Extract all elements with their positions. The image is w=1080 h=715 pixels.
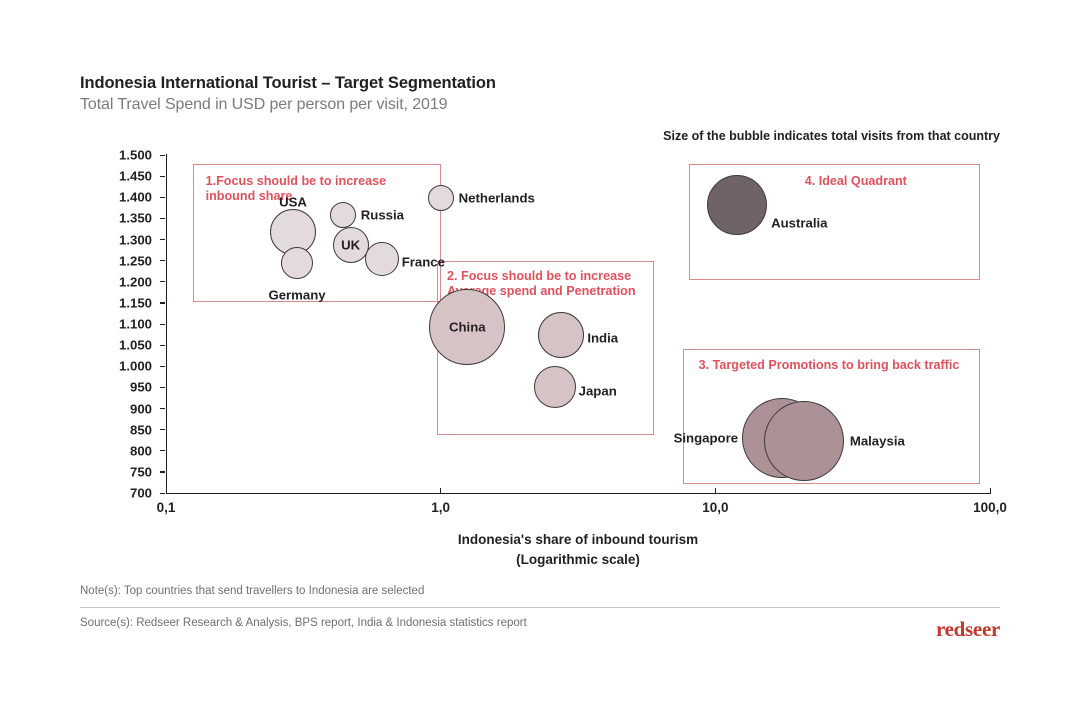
y-tick-mark <box>160 217 165 220</box>
y-tick-mark <box>160 323 165 325</box>
y-tick-mark <box>160 302 165 304</box>
y-tick-label: 1.000 <box>118 358 152 374</box>
x-axis-title: Indonesia's share of inbound tourism (Lo… <box>166 530 990 570</box>
bubble-uk[interactable] <box>332 226 369 263</box>
y-tick-mark <box>160 450 165 452</box>
y-tick-mark <box>160 196 165 198</box>
y-tick-label: 800 <box>129 443 152 459</box>
y-tick-label: 1.450 <box>118 168 152 184</box>
bubble-label-australia: Australia <box>771 215 828 231</box>
bubble-label-usa: USA <box>279 194 307 210</box>
bubble-netherlands[interactable] <box>427 184 454 211</box>
bubble-russia[interactable] <box>329 201 356 228</box>
x-axis-title-line1: Indonesia's share of inbound tourism <box>457 532 699 547</box>
x-tick-mark <box>440 488 442 494</box>
y-tick-mark <box>160 239 165 241</box>
y-tick-mark <box>160 281 165 283</box>
bubble-china[interactable] <box>429 288 506 365</box>
x-tick-mark <box>165 488 167 494</box>
bubble-label-japan: Japan <box>578 383 617 399</box>
x-tick-mark <box>989 488 991 494</box>
footer-divider <box>80 607 1000 608</box>
footer-note: Note(s): Top countries that send travell… <box>80 585 425 597</box>
bubble-label-malaysia: Malaysia <box>849 433 905 449</box>
bubble-label-france: France <box>401 254 445 270</box>
quadrant-label-2: 2. Focus should be to increase Average s… <box>447 269 636 299</box>
y-tick-label: 950 <box>129 379 152 395</box>
bubble-malaysia[interactable] <box>763 401 844 482</box>
x-tick-label: 0,1 <box>156 500 176 515</box>
y-tick-label: 750 <box>129 464 152 480</box>
y-tick-label: 1.300 <box>118 232 152 247</box>
bubble-label-netherlands: Netherlands <box>458 190 535 206</box>
y-axis-line <box>166 154 168 494</box>
y-tick-mark <box>160 492 165 494</box>
y-tick-mark <box>160 471 165 473</box>
y-tick-label: 1.050 <box>118 337 152 353</box>
x-tick-label: 10,0 <box>702 500 729 515</box>
y-tick-mark <box>160 429 165 431</box>
x-axis-title-line2: (Logarithmic scale) <box>516 552 640 567</box>
y-tick-label: 850 <box>129 422 152 438</box>
y-tick-mark <box>160 408 165 410</box>
bubble-label-germany: Germany <box>268 287 326 303</box>
x-tick-label: 100,0 <box>973 500 1007 515</box>
bubble-australia[interactable] <box>707 175 768 236</box>
bubble-france[interactable] <box>364 242 399 277</box>
y-tick-mark <box>160 154 165 156</box>
x-tick-label: 1,0 <box>431 500 451 515</box>
footer-source: Source(s): Redseer Research & Analysis, … <box>80 617 527 629</box>
y-tick-label: 1.150 <box>118 295 152 311</box>
bubble-japan[interactable] <box>533 365 576 408</box>
bubble-label-russia: Russia <box>360 207 404 223</box>
bubble-label-singapore: Singapore <box>673 430 739 446</box>
x-tick-mark <box>714 488 717 494</box>
y-tick-label: 900 <box>129 401 152 416</box>
redseer-logo: redseer <box>936 617 1000 641</box>
y-tick-label: 1.500 <box>118 147 152 163</box>
y-tick-mark <box>160 260 165 262</box>
page-title: Indonesia International Tourist – Target… <box>80 74 496 92</box>
bubble-label-china: China <box>448 319 486 335</box>
x-axis-line <box>166 493 990 495</box>
y-tick-label: 1.250 <box>118 253 152 269</box>
bubble-germany[interactable] <box>281 246 314 279</box>
bubble-india[interactable] <box>538 312 585 359</box>
y-tick-label: 700 <box>129 485 152 501</box>
y-tick-label: 1.200 <box>118 274 152 290</box>
quadrant-label-4: 4. Ideal Quadrant <box>804 174 907 189</box>
y-tick-mark <box>160 344 165 346</box>
quadrant-box-4 <box>688 164 981 281</box>
y-tick-mark <box>160 365 165 367</box>
quadrant-label-1: 1.Focus should be to increase inbound sh… <box>205 174 387 204</box>
quadrant-box-1 <box>192 164 441 302</box>
bubble-label-india: India <box>587 330 619 346</box>
y-tick-label: 1.100 <box>118 316 152 332</box>
quadrant-label-3: 3. Targeted Promotions to bring back tra… <box>698 358 960 373</box>
y-tick-label: 1.350 <box>118 210 152 226</box>
y-tick-mark <box>160 175 165 177</box>
page-subtitle: Total Travel Spend in USD per person per… <box>80 96 448 113</box>
y-tick-label: 1.400 <box>118 189 152 205</box>
bubble-label-uk: UK <box>341 237 361 253</box>
bubble-size-legend: Size of the bubble indicates total visit… <box>663 129 1000 143</box>
quadrant-box-3 <box>682 349 981 484</box>
y-tick-mark <box>160 386 165 389</box>
